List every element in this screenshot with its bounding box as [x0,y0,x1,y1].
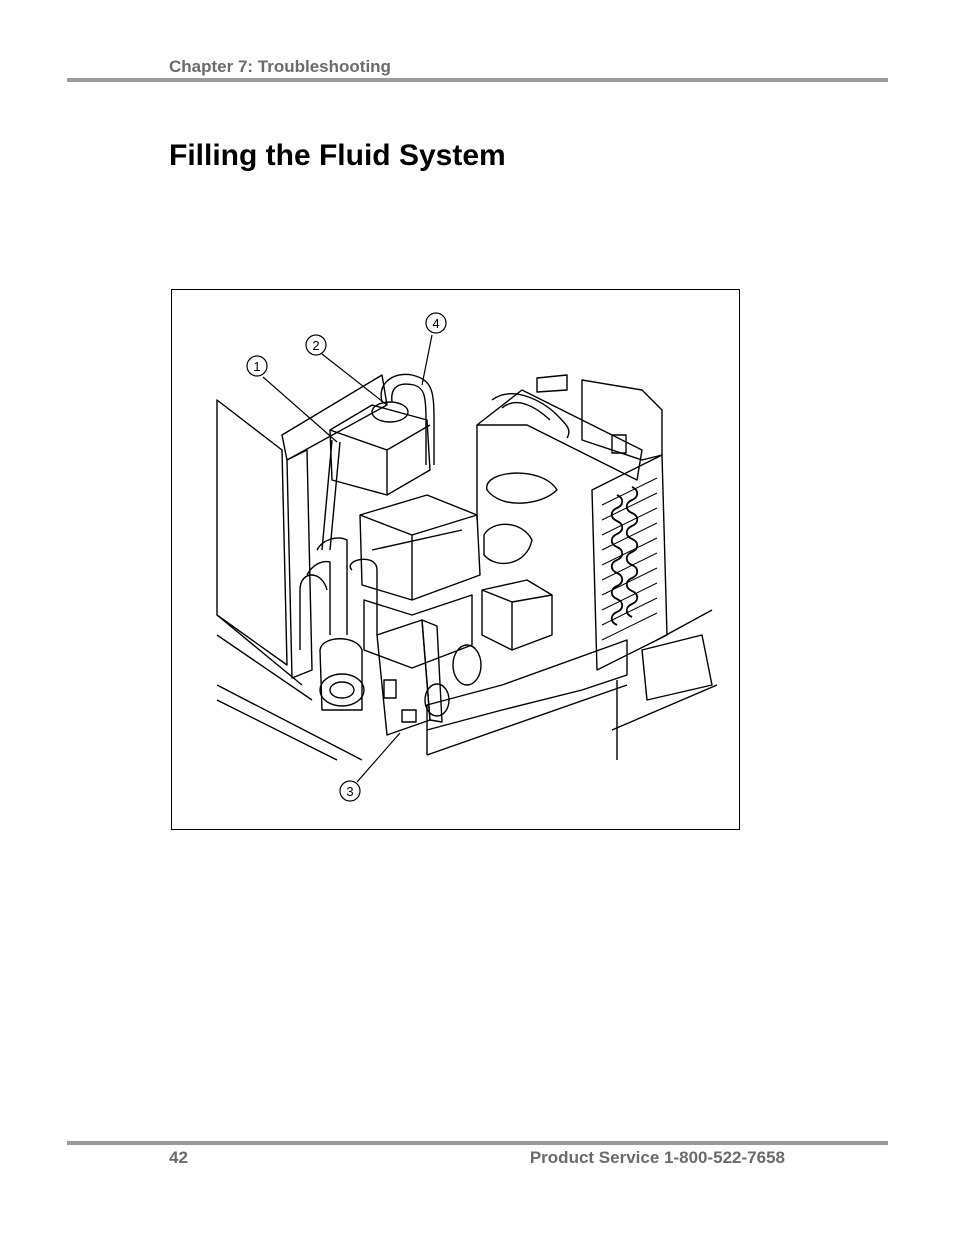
header-rule [67,78,888,82]
fan-motor [481,579,553,651]
left-housing-panel [216,399,288,666]
page-title: Filling the Fluid System [169,139,506,172]
callout-1 [246,355,268,377]
reservoir-tank [329,404,431,496]
footer-rule [67,1141,888,1145]
fluid-system-diagram: 1 2 3 4 [171,289,740,830]
fan-blade [486,472,558,504]
callout-label-1: 1 [253,359,260,374]
callout-3 [339,780,361,802]
callout-label-3: 3 [346,784,353,799]
chapter-header: Chapter 7: Troubleshooting [169,57,391,76]
electrical-box [376,619,431,736]
control-panel [581,379,663,461]
reservoir-cap [371,401,409,423]
left-housing-top [281,374,388,461]
equipment-illustration: 1 2 3 4 [216,312,718,802]
callout-label-2: 2 [312,338,319,353]
callout-4 [425,312,447,334]
page-number: 42 [169,1148,188,1167]
callout-label-4: 4 [432,316,439,331]
pump-motor-block [359,494,481,601]
callout-2 [305,334,327,356]
right-frame-top [476,389,643,481]
product-service-line: Product Service 1-800-522-7658 [529,1148,785,1167]
